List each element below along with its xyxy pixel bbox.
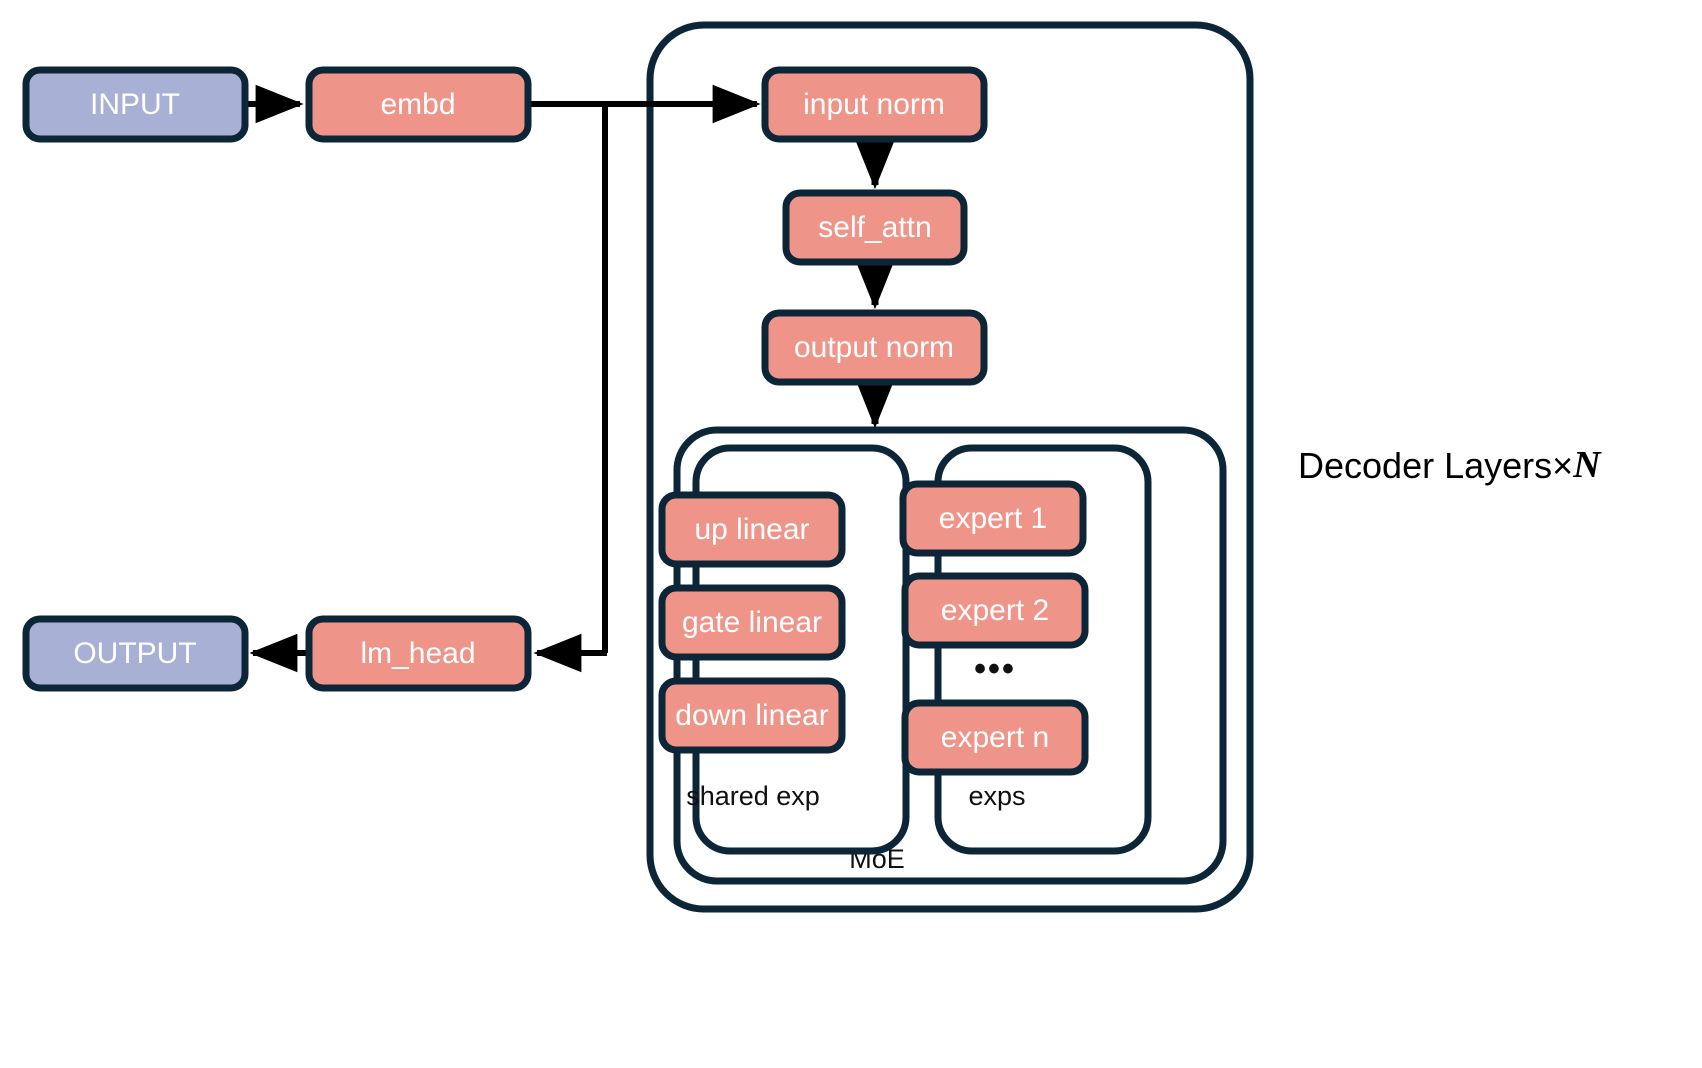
node-input-norm-box[interactable] — [761, 66, 988, 143]
node-down-linear[interactable]: down linear — [658, 677, 846, 754]
node-input-norm[interactable]: input norm — [761, 66, 988, 143]
node-input-label: INPUT — [90, 88, 180, 121]
node-expert-2[interactable]: expert 2 — [901, 572, 1089, 649]
node-expert-1[interactable]: expert 1 — [899, 480, 1087, 557]
node-lm-head-label: lm_head — [360, 637, 475, 670]
decoder-layers-annotation-prefix: Decoder Layers× — [1298, 445, 1573, 486]
decoder-layers-annotation-variable: N — [1572, 444, 1602, 486]
experts-group: exps — [934, 444, 1152, 855]
experts-ellipsis: ••• — [974, 650, 1016, 688]
decoder-layers-group — [646, 21, 1254, 913]
node-input-norm-label: input norm — [803, 88, 945, 121]
node-down-linear-box[interactable] — [658, 677, 846, 754]
node-self-attn-label: self_attn — [818, 211, 931, 244]
node-expert-1-label: expert 1 — [939, 502, 1047, 535]
decoder-group-border — [646, 21, 1254, 913]
node-output-label: OUTPUT — [73, 637, 196, 670]
node-embd-label: embd — [380, 88, 455, 121]
node-output[interactable]: OUTPUT — [22, 615, 249, 692]
node-output-box[interactable] — [22, 615, 249, 692]
node-up-linear-label: up linear — [694, 513, 809, 546]
node-self-attn[interactable]: self_attn — [782, 189, 968, 266]
node-self-attn-box[interactable] — [782, 189, 968, 266]
node-input-box[interactable] — [22, 66, 249, 143]
node-down-linear-label: down linear — [675, 699, 828, 732]
node-output-norm[interactable]: output norm — [761, 309, 988, 386]
node-lm-head[interactable]: lm_head — [305, 615, 532, 692]
node-expert-2-label: expert 2 — [941, 594, 1049, 627]
node-lm-head-box[interactable] — [305, 615, 532, 692]
node-expert-n-box[interactable] — [901, 699, 1089, 776]
experts-group-label: exps — [968, 781, 1025, 811]
node-up-linear-box[interactable] — [658, 491, 846, 568]
node-expert-2-box[interactable] — [901, 572, 1089, 649]
edge-layer — [248, 84, 898, 673]
node-expert-n-label: expert n — [941, 721, 1049, 754]
decoder-layers-annotation: Decoder Layers×N — [1298, 444, 1602, 486]
node-expert-n[interactable]: expert n — [901, 699, 1089, 776]
shared-expert-group-label: shared exp — [686, 781, 820, 811]
node-input[interactable]: INPUT — [22, 66, 249, 143]
node-embd-box[interactable] — [305, 66, 532, 143]
node-output-norm-label: output norm — [794, 331, 954, 364]
node-expert-1-box[interactable] — [899, 480, 1087, 557]
node-gate-linear[interactable]: gate linear — [658, 584, 846, 661]
node-output-norm-box[interactable] — [761, 309, 988, 386]
experts-group-border — [934, 444, 1152, 855]
node-gate-linear-box[interactable] — [658, 584, 846, 661]
node-embd[interactable]: embd — [305, 66, 532, 143]
node-gate-linear-label: gate linear — [682, 606, 822, 639]
node-up-linear[interactable]: up linear — [658, 491, 846, 568]
